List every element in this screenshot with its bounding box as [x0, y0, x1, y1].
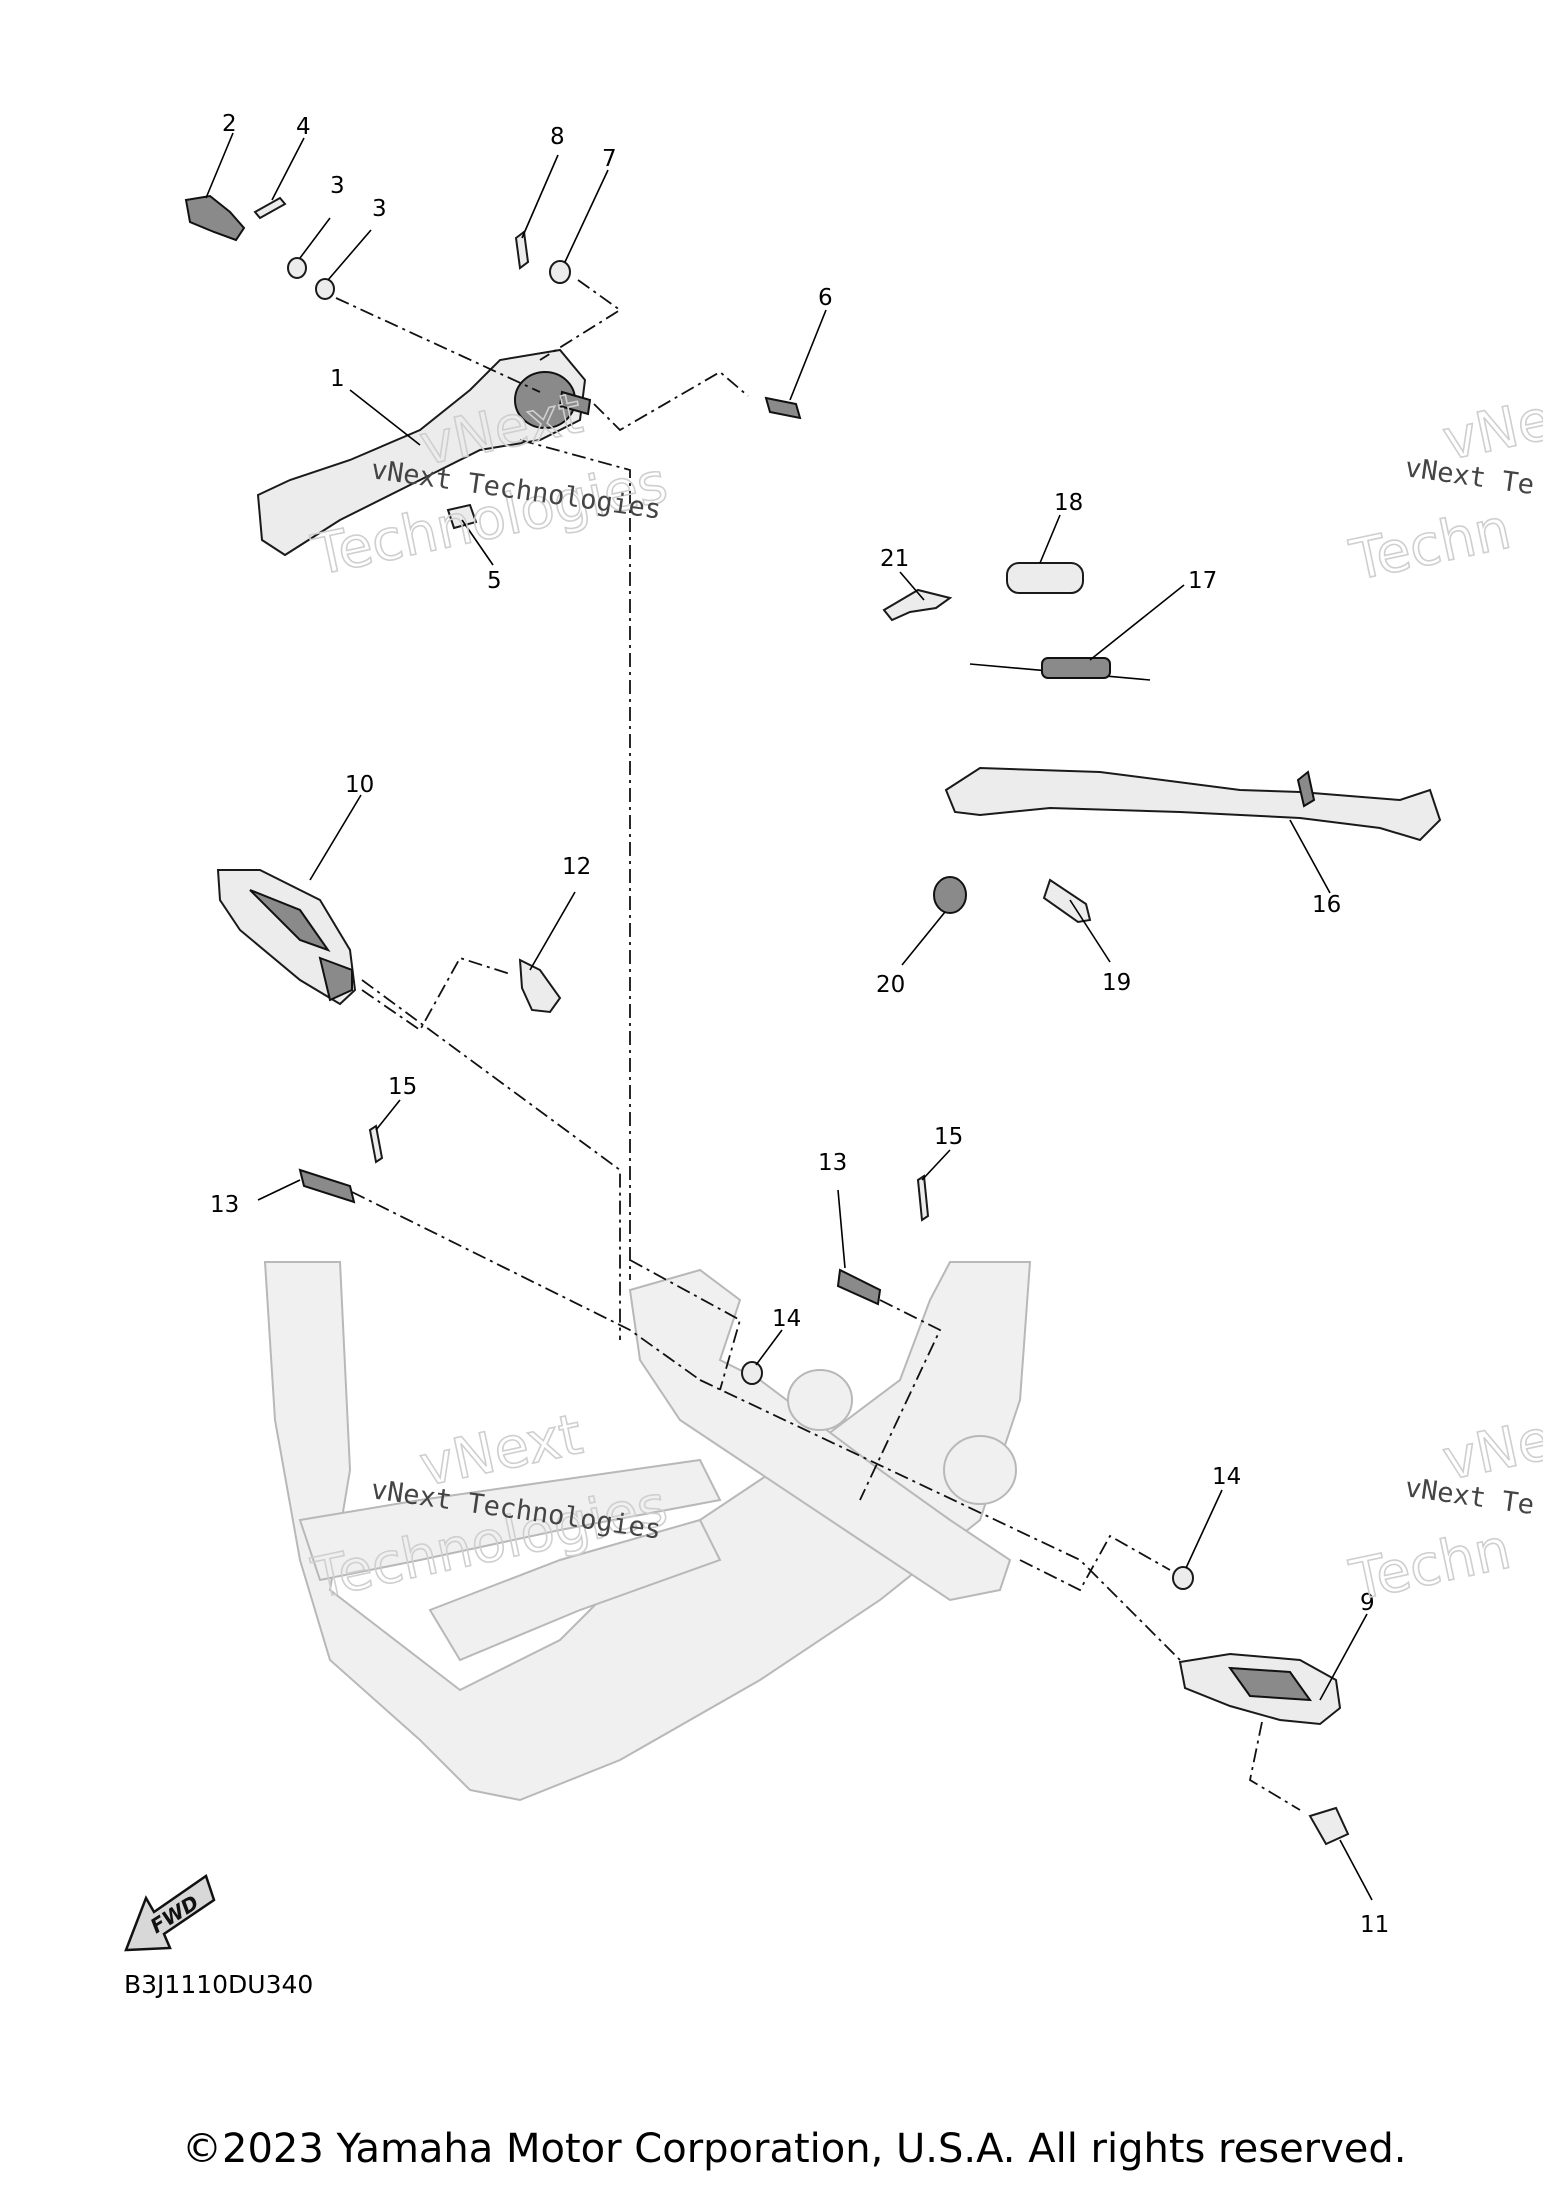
- footrest-washer-part-b: [1172, 1566, 1194, 1590]
- callout-3b: 3: [372, 196, 387, 222]
- callout-18: 18: [1054, 490, 1083, 516]
- leader-lines: [205, 132, 1373, 1901]
- footrest-washer-part-a: [741, 1361, 763, 1385]
- footrest-part-right: [1178, 1652, 1342, 1726]
- cotter-pin-part-left: [368, 1124, 384, 1164]
- side-stand-part: [944, 766, 1442, 842]
- callout-2: 2: [222, 111, 237, 137]
- spring-part: [969, 657, 1151, 681]
- pivot-bolt-part: [184, 194, 246, 242]
- frame-outline: [263, 1261, 1032, 1802]
- callout-19: 19: [1102, 970, 1131, 996]
- watermark-top-right: vNext Techn vNext Te: [1344, 375, 1543, 594]
- callout-15b: 15: [934, 1124, 963, 1150]
- footrest-spring-part-right: [1308, 1806, 1350, 1846]
- callout-17: 17: [1188, 568, 1217, 594]
- footrest-part-left: [216, 869, 357, 1006]
- pedal-bracket-part: [446, 503, 478, 530]
- footrest-pin-part-right: [836, 1268, 882, 1306]
- clip-part: [253, 196, 287, 220]
- callout-16: 16: [1312, 892, 1341, 918]
- callout-6: 6: [818, 285, 833, 311]
- footrest-pin-part-left: [298, 1168, 356, 1204]
- callout-14a: 14: [772, 1306, 801, 1332]
- callout-12: 12: [562, 854, 591, 880]
- diagram-code: B3J1110DU340: [124, 1970, 314, 1999]
- collar-part: [1006, 562, 1084, 594]
- callout-13b: 13: [818, 1150, 847, 1176]
- washer-part-c: [549, 260, 571, 284]
- callout-4: 4: [296, 114, 311, 140]
- alignment-lines: [335, 279, 1301, 1811]
- callout-20: 20: [876, 972, 905, 998]
- callout-13a: 13: [210, 1192, 239, 1218]
- nut-part: [933, 876, 967, 914]
- pin-part: [764, 396, 802, 420]
- forward-arrow-icon: FWD: [124, 1874, 216, 1952]
- washer-part-a: [287, 257, 307, 279]
- callout-11: 11: [1360, 1912, 1389, 1938]
- callout-14b: 14: [1212, 1464, 1241, 1490]
- callout-5: 5: [487, 568, 502, 594]
- watermark-bottom-right: vNext Techn vNext Te: [1344, 1395, 1543, 1614]
- brake-pedal-part: [256, 348, 592, 557]
- watermark-word-techn-bottom-right: Techn: [1344, 1517, 1516, 1614]
- cotter-pin-part-right: [916, 1174, 930, 1222]
- callout-7: 7: [602, 146, 617, 172]
- footrest-spring-part: [518, 958, 562, 1014]
- callout-labels: 1 2 3 3 4 5 6 7 8 9 10 11 12 13 13 14 14…: [210, 111, 1389, 1938]
- callout-8: 8: [550, 124, 565, 150]
- copyright-notice: ©2023 Yamaha Motor Corporation, U.S.A. A…: [182, 2126, 1407, 2172]
- callout-1: 1: [330, 366, 345, 392]
- watermark-word-techn-right: Techn: [1344, 497, 1516, 594]
- callout-3a: 3: [330, 173, 345, 199]
- stand-bolt-part: [1042, 878, 1092, 924]
- callout-21: 21: [880, 546, 909, 572]
- cotter-pin-part: [514, 230, 530, 270]
- retaining-clip-part: [882, 588, 953, 622]
- callout-10: 10: [345, 772, 374, 798]
- washer-part-b: [315, 278, 335, 300]
- callout-15a: 15: [388, 1074, 417, 1100]
- callout-9: 9: [1360, 1590, 1375, 1616]
